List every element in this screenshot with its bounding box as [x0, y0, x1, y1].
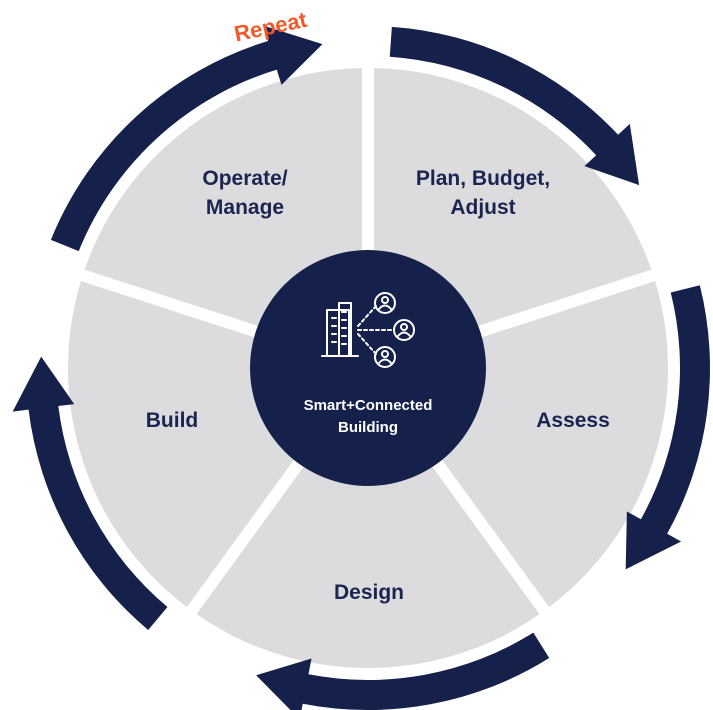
- arrow-operate-to-repeat: [50, 25, 323, 252]
- arrow-design-to-build: [256, 632, 550, 710]
- smart-building-icon: [321, 292, 415, 368]
- label-plan-budget-adjust-line2: Adjust: [450, 196, 515, 219]
- label-assess: Assess: [536, 409, 610, 432]
- segment-operate-manage: [84, 68, 362, 326]
- segments: [68, 68, 668, 668]
- segment-design: [196, 466, 540, 668]
- label-design: Design: [334, 581, 404, 604]
- label-plan-budget-adjust-line1: Plan, Budget,: [416, 167, 550, 190]
- center-title-line2: Building: [338, 419, 398, 436]
- cycle-arrows: [12, 25, 710, 710]
- label-operate-manage-line2: Manage: [206, 196, 284, 219]
- label-operate-manage-line1: Operate/: [202, 167, 287, 190]
- center-title-line1: Smart+Connected: [304, 397, 433, 414]
- arrow-assess-to-design: [625, 285, 710, 570]
- arrow-plan-to-assess: [389, 26, 640, 186]
- segment-build: [68, 281, 294, 608]
- arrow-build-to-operate: [12, 356, 168, 630]
- center-circle: [250, 250, 486, 486]
- segment-assess: [442, 281, 668, 608]
- segment-plan-budget-adjust: [374, 68, 652, 326]
- label-build: Build: [146, 409, 199, 432]
